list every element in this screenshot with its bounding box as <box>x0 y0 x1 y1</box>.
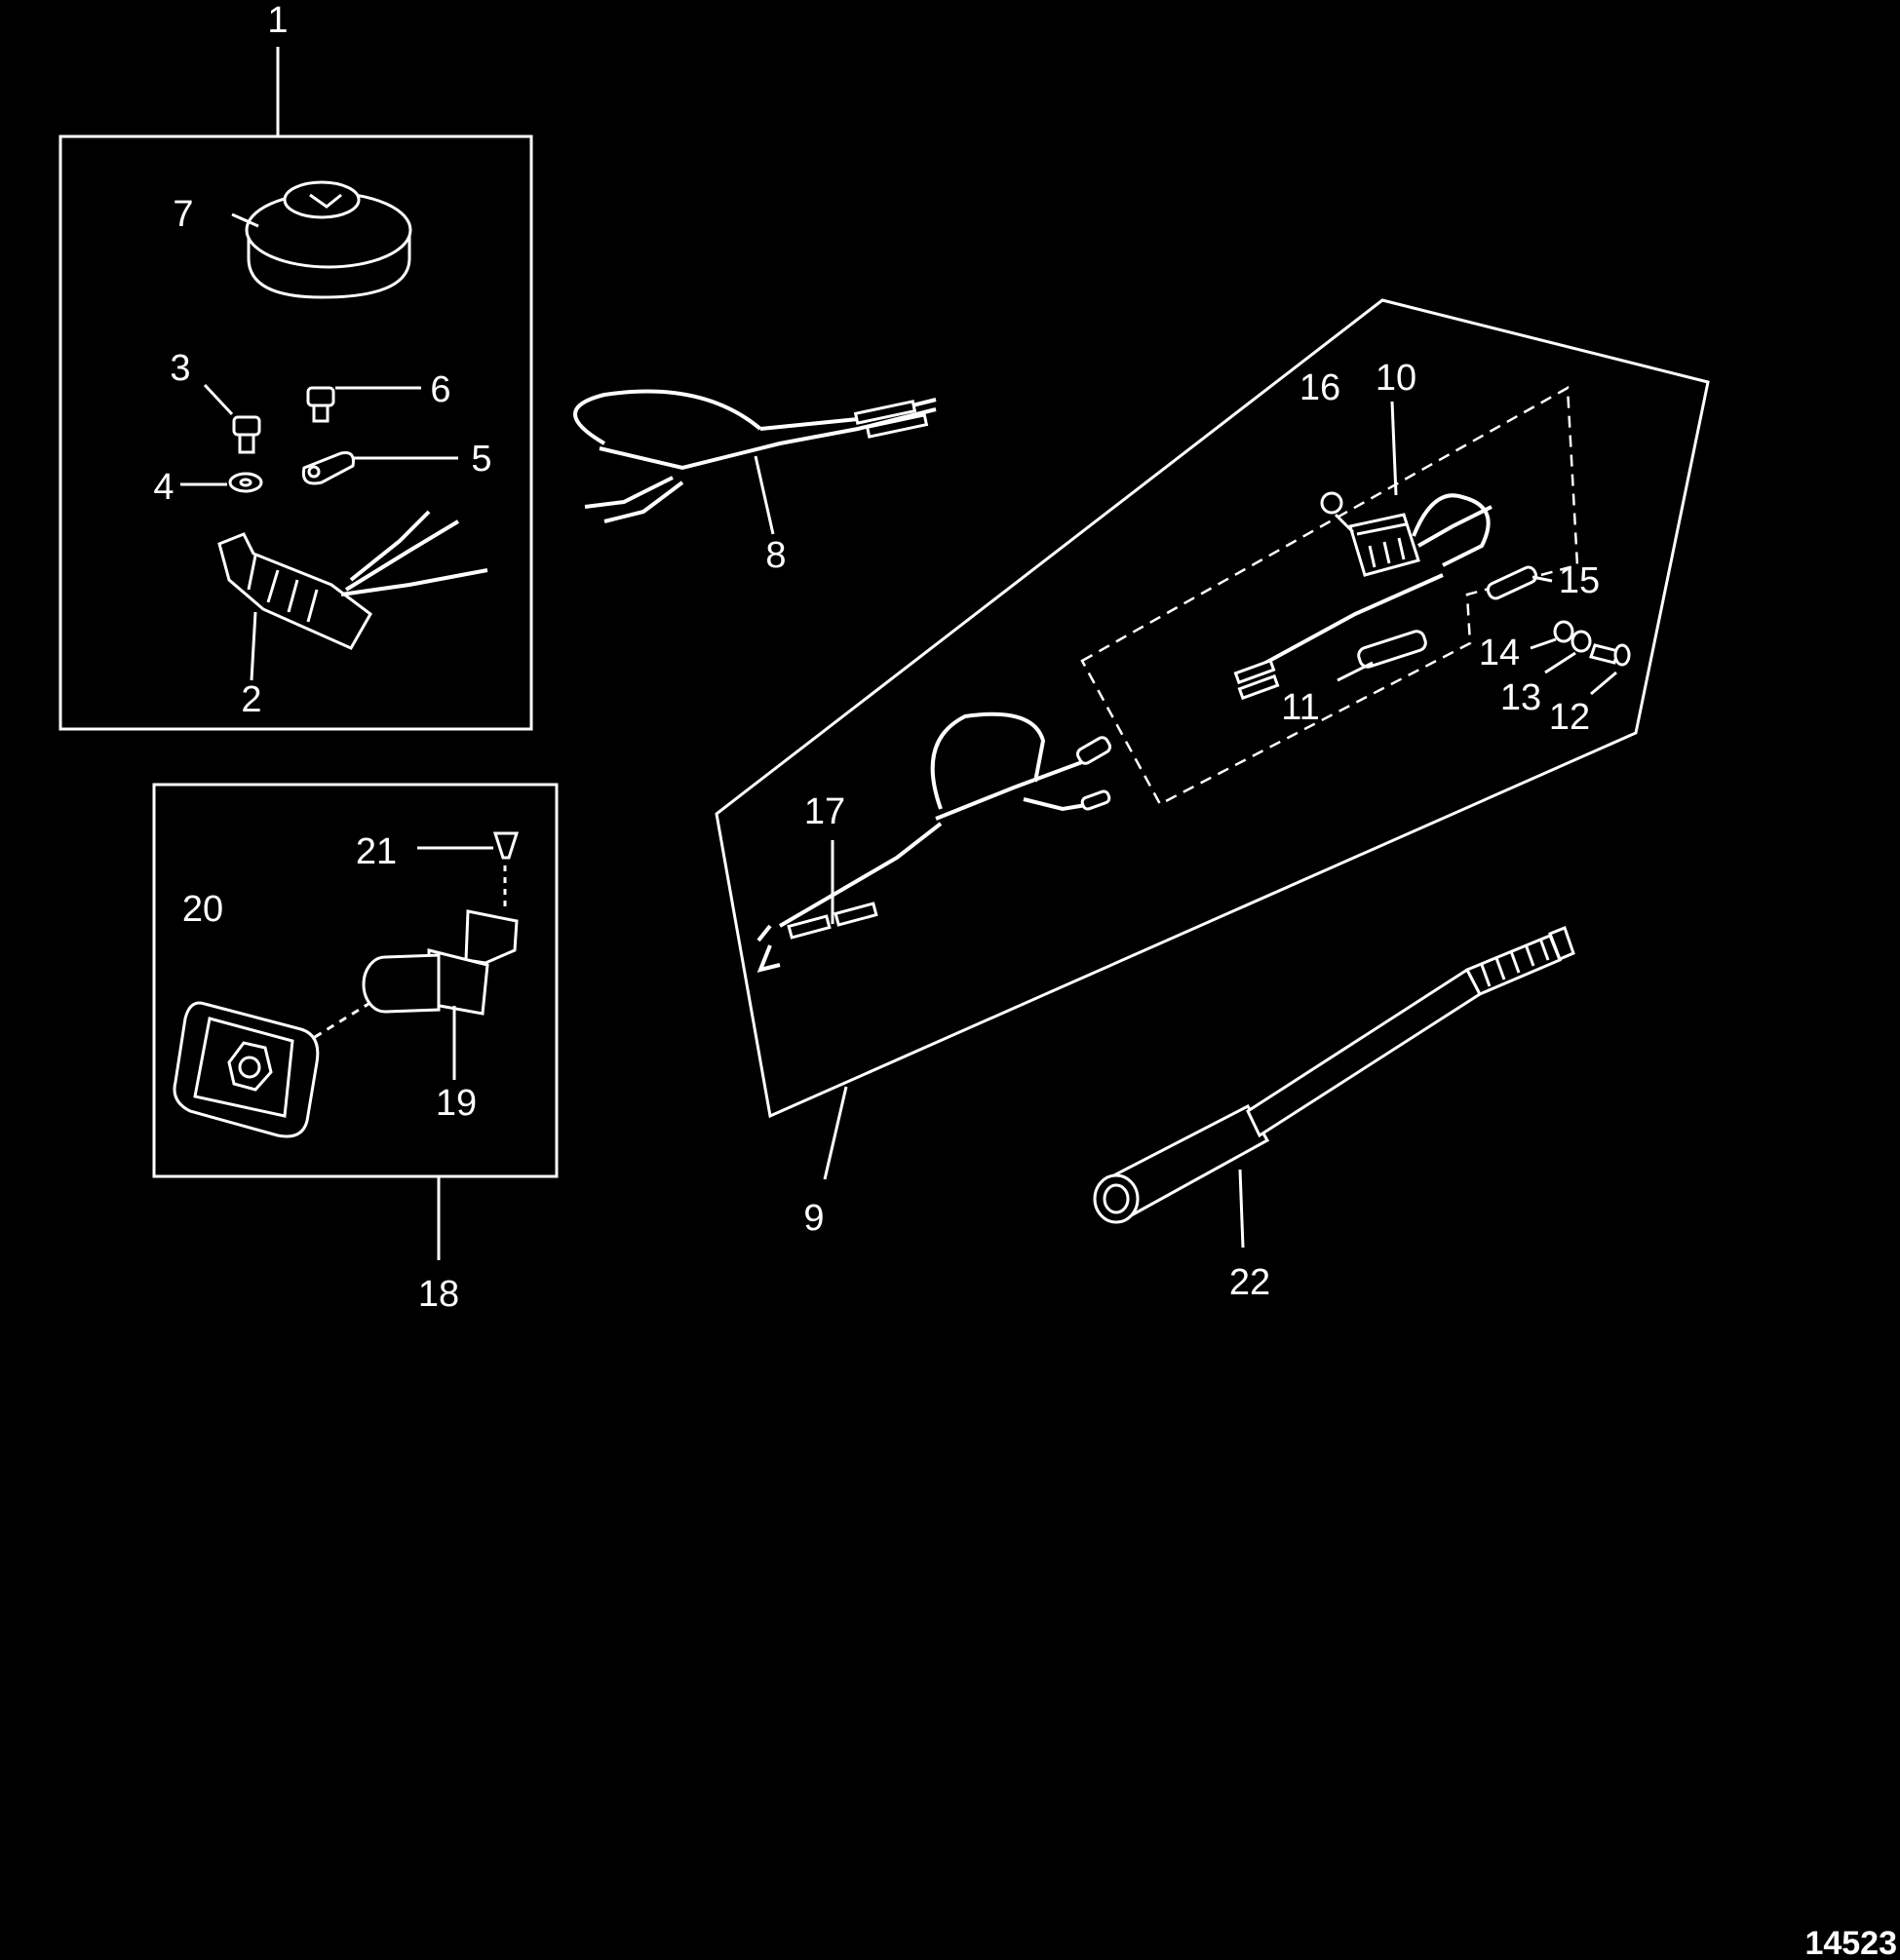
leader-22 <box>1238 1169 1245 1249</box>
part-12-screw <box>1589 643 1631 667</box>
callout-15: 15 <box>1559 560 1600 601</box>
leader-3 <box>203 383 234 416</box>
callout-11: 11 <box>1281 687 1319 728</box>
leader-19-dash <box>301 1002 369 1047</box>
callout-8: 8 <box>765 535 786 576</box>
callout-14: 14 <box>1479 633 1520 673</box>
part-22-tiller-tube <box>1093 926 1575 1224</box>
part-15-fuse <box>1486 565 1538 600</box>
leader-13 <box>1544 651 1576 674</box>
part-19-latch <box>362 909 519 1016</box>
part-4-washer <box>228 472 263 493</box>
callout-9: 9 <box>803 1198 824 1239</box>
leader-2 <box>250 611 257 681</box>
figure-number: 14523 <box>1804 1925 1897 1960</box>
leader-9 <box>823 1086 848 1180</box>
callout-13: 13 <box>1500 677 1541 718</box>
part-6-screw <box>306 386 335 423</box>
leader-10 <box>1390 401 1398 496</box>
kit-box-1-frame <box>58 135 533 731</box>
part-5-clamp <box>301 451 355 485</box>
part-13-lockwasher <box>1570 630 1592 653</box>
part-7-cover <box>245 180 412 299</box>
callout-12: 12 <box>1549 697 1590 738</box>
callout-18: 18 <box>418 1274 459 1315</box>
callout-21: 21 <box>356 831 397 872</box>
leader-11 <box>1337 661 1374 682</box>
part-11-fuse <box>1233 573 1444 701</box>
leader-15 <box>1532 575 1553 583</box>
leader-8 <box>754 455 775 535</box>
callout-3: 3 <box>170 348 190 389</box>
callout-16: 16 <box>1299 367 1340 408</box>
part-10-fuse-block <box>1348 493 1493 577</box>
part-8-harness <box>573 389 937 523</box>
callout-17: 17 <box>804 791 845 832</box>
callout-2: 2 <box>241 679 261 720</box>
kit-outline-9: 9 <box>715 298 1710 1239</box>
part-2-switch <box>217 510 488 650</box>
callout-1: 1 <box>267 0 288 41</box>
part-14-washer <box>1553 620 1574 643</box>
leader-16 <box>1334 513 1355 534</box>
part-3-screw <box>232 415 261 454</box>
callout-10: 10 <box>1376 358 1416 399</box>
part-20-base-plate <box>173 1001 320 1138</box>
kit-box-18: 18 19 20 21 <box>152 783 559 1315</box>
part-16-nut <box>1320 491 1343 515</box>
callout-6: 6 <box>430 369 450 410</box>
part-21-screw <box>492 831 520 860</box>
callout-22: 22 <box>1229 1262 1270 1303</box>
leader-12 <box>1590 671 1617 696</box>
kit-box-1: 1 2 3 4 5 6 7 <box>58 0 533 731</box>
callout-19: 19 <box>436 1083 477 1124</box>
subkit-outline-dashed <box>1080 385 1579 806</box>
callout-5: 5 <box>471 439 491 480</box>
callout-4: 4 <box>153 467 174 508</box>
leader-7 <box>231 212 259 228</box>
callout-7: 7 <box>173 194 193 235</box>
kit-box-18-frame <box>152 783 559 1178</box>
callout-20: 20 <box>182 889 223 930</box>
part-17-harness <box>756 711 1112 973</box>
leader-14 <box>1530 637 1557 650</box>
